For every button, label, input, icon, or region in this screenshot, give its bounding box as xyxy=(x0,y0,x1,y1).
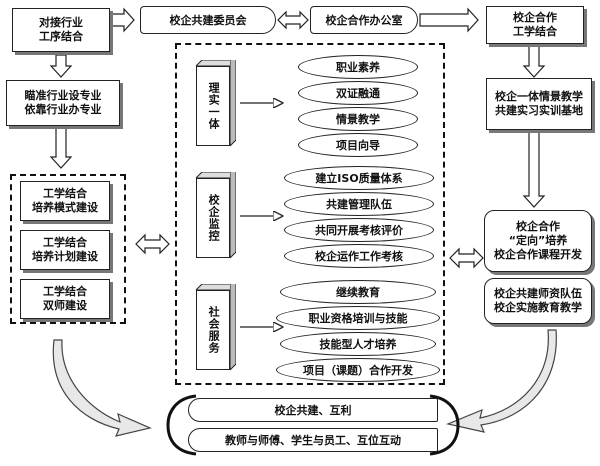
industry-box: 对接行业 工序结合 xyxy=(12,8,110,52)
pill-2-1: 建立ISO质量体系 xyxy=(284,166,434,190)
pill-1-4: 项目向导 xyxy=(298,133,418,157)
pill-3-4: 项目（课题）合作开发 xyxy=(276,358,440,382)
pill-2-2: 共建管理队伍 xyxy=(284,192,434,216)
combine-box: 校企合作 工学结合 xyxy=(486,6,584,44)
pillar-label: 理实一体 xyxy=(196,66,230,146)
curve-arrow-left xyxy=(52,339,152,437)
arrow-center-right xyxy=(449,247,484,269)
arrow-right-down-2 xyxy=(522,131,546,208)
pill-3-2: 职业资格培训与技能 xyxy=(276,306,440,330)
major-box: 瞄准行业设专业 依靠行业办专业 xyxy=(6,80,120,126)
curve-arrow-right xyxy=(446,329,557,433)
pill-2-3: 共同开展考核评价 xyxy=(284,218,434,242)
pillar-label: 校企监控 xyxy=(196,178,230,258)
arrow-left-down-1 xyxy=(49,54,73,78)
pill-3-1: 继续教育 xyxy=(280,280,436,304)
arrow-left-to-committee xyxy=(111,7,135,33)
pill-1-2: 双证融通 xyxy=(298,81,418,105)
arrow-right-down-1 xyxy=(522,44,546,78)
teachers-box: 校企共建师资队伍 校企实施教育教学 xyxy=(484,278,592,324)
arrow-office-right xyxy=(419,7,479,33)
left-group-item-1: 工学结合 培养模式建设 xyxy=(20,181,110,221)
pill-2-4: 校企运作工作考核 xyxy=(284,244,434,268)
left-dashed-group xyxy=(10,174,126,324)
bottom-bracket xyxy=(166,394,460,456)
center-dashed-region xyxy=(175,43,445,385)
base-box: 校企一体情景教学 共建实习实训基地 xyxy=(486,78,592,130)
left-group-item-3: 工学结合 双师建设 xyxy=(20,279,110,319)
pill-1-1: 职业素养 xyxy=(298,55,418,79)
bottom-line-1: 校企共建、互利 xyxy=(188,398,438,422)
arrow-committee-office xyxy=(277,10,309,30)
pillar-label: 社会服务 xyxy=(196,290,230,370)
left-group-item-2: 工学结合 培养计划建设 xyxy=(20,230,110,270)
pill-1-3: 情景教学 xyxy=(298,107,418,131)
pill-3-3: 技能型人才培养 xyxy=(280,332,436,356)
arrow-left-center xyxy=(135,233,170,255)
committee-pill: 校企共建委员会 xyxy=(140,6,276,34)
arrow-left-down-2 xyxy=(49,126,73,169)
bottom-line-2: 教师与师傅、学生与员工、互位互动 xyxy=(188,428,438,452)
courses-box: 校企合作 “定向”培养 校企合作课程开发 xyxy=(484,210,592,272)
office-pill: 校企合作办公室 xyxy=(310,6,418,34)
